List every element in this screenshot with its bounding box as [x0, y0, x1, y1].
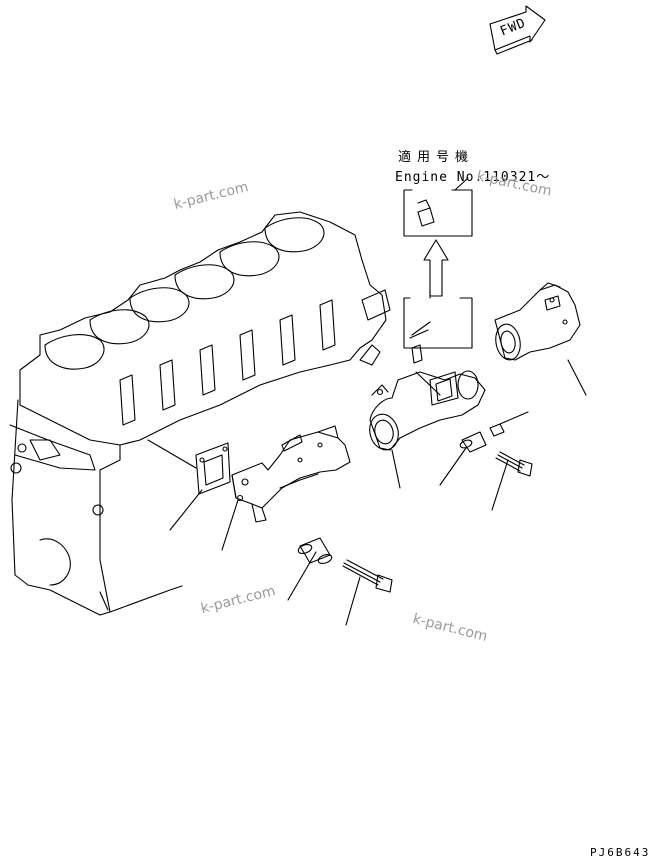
- engine-serial-range: Engine No.110321～: [395, 170, 551, 185]
- exhaust-outlet-elbow: [494, 282, 581, 361]
- rear-bolt: [495, 451, 533, 477]
- front-spacer: [297, 537, 333, 565]
- cylinder-block: [9, 211, 391, 616]
- drawing-code: PJ6B643: [590, 846, 651, 859]
- rear-exhaust-manifold: [369, 329, 486, 451]
- applicability-title: 適用号機: [398, 150, 475, 165]
- exhaust-gasket: [195, 442, 231, 495]
- rear-spacer: [459, 431, 487, 453]
- applicability-inset: [403, 177, 473, 349]
- nut: [489, 423, 505, 437]
- leader-lines: [147, 359, 587, 626]
- front-exhaust-manifold: [231, 425, 351, 523]
- front-bolt: [342, 559, 393, 593]
- forward-direction-arrow: [489, 5, 546, 55]
